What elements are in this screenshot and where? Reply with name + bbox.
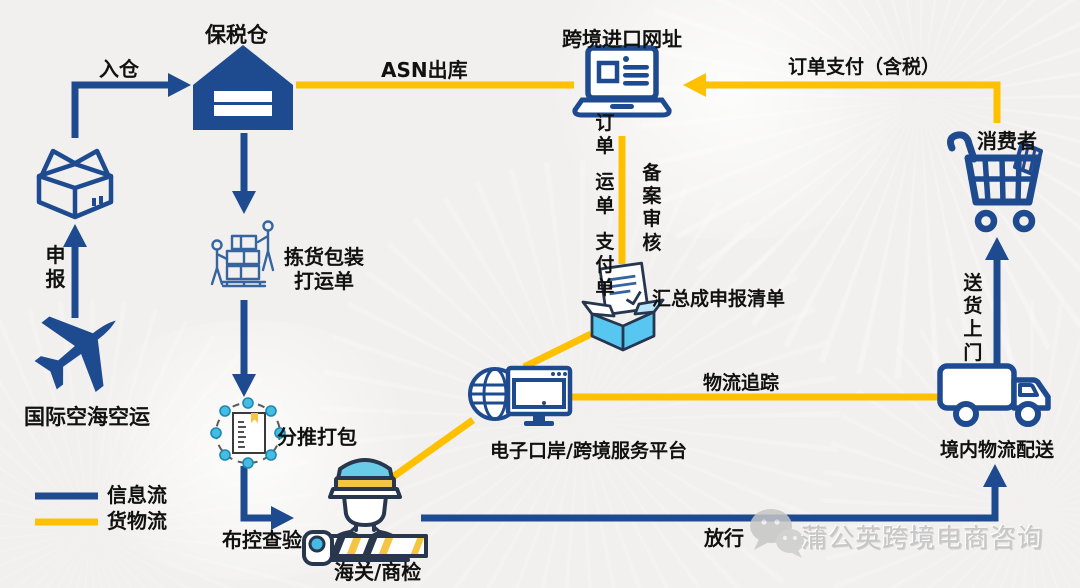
pick-pack-label-line2: 打运单 xyxy=(294,269,354,293)
background-texture xyxy=(520,0,940,240)
arrow-order-payment xyxy=(701,81,1001,123)
declare-label: 申报 xyxy=(45,243,66,292)
bonded-warehouse-label: 保税仓 xyxy=(205,23,268,47)
line-customs-to-platform xyxy=(387,417,476,482)
customs-label: 海关/商检 xyxy=(334,560,422,584)
domestic-delivery-label: 境内物流配送 xyxy=(940,439,1055,461)
home-delivery-label: 送货上门 xyxy=(963,272,983,364)
arrow-release xyxy=(421,479,999,522)
line-list-to-platform xyxy=(522,330,593,371)
filing-review-label: 备案审核 xyxy=(642,162,662,254)
import-site-label: 跨境进口网址 xyxy=(562,27,682,51)
arrowhead xyxy=(683,73,706,97)
arrow-inbound xyxy=(71,81,172,138)
arrowhead xyxy=(63,224,87,247)
logistics-tracking-label: 物流追踪 xyxy=(703,372,780,394)
watermark-text: 蒲公英跨境电商咨询 xyxy=(801,524,1045,554)
order-doc-waybill: 运单 xyxy=(595,171,615,217)
warehouse-icon xyxy=(193,45,293,130)
split-pack-label: 分推打包 xyxy=(277,425,357,449)
arrowhead xyxy=(168,73,191,97)
pick-pack-label: 拣货包装 打运单 xyxy=(283,245,365,293)
control-inspection-label: 布控查验 xyxy=(222,528,302,552)
airplane-icon xyxy=(28,300,128,400)
declaration-list-label: 汇总成申报清单 xyxy=(652,288,786,310)
pick-pack-workers-icon xyxy=(208,218,280,298)
arrowhead xyxy=(232,191,256,214)
package-box-icon xyxy=(32,140,118,222)
laptop-icon xyxy=(572,45,672,120)
wechat-logo-icon xyxy=(747,505,805,561)
consumer-cart-icon xyxy=(944,126,1050,234)
order-doc-order: 订单 xyxy=(595,112,615,158)
arrowhead xyxy=(983,464,1007,487)
inbound-label: 入仓 xyxy=(99,57,139,81)
pick-pack-label-line1: 拣货包装 xyxy=(284,245,364,269)
order-payment-label: 订单支付（含税） xyxy=(788,56,941,78)
legend-info-flow-label: 信息流 xyxy=(107,483,167,507)
order-doc-payment: 支付单 xyxy=(595,230,615,300)
arrow-control-inspection xyxy=(240,466,276,522)
customs-officer-icon xyxy=(302,450,428,566)
eport-platform-label: 电子口岸/跨境服务平台 xyxy=(490,440,687,462)
declaration-box-icon xyxy=(581,261,665,352)
arrowhead xyxy=(985,237,1009,260)
arrowhead xyxy=(271,506,294,530)
release-label: 放行 xyxy=(704,526,744,550)
consumer-label: 消费者 xyxy=(977,129,1037,153)
asn-outbound-label: ASN出库 xyxy=(381,58,468,82)
intl-transport-label: 国际空海空运 xyxy=(24,405,150,429)
delivery-truck-icon xyxy=(937,363,1053,427)
legend-goods-flow-label: 货物流 xyxy=(107,509,167,533)
order-docs-label: 订单 运单 支付单 xyxy=(594,112,616,300)
split-pack-icon xyxy=(210,397,286,469)
arrowhead xyxy=(232,374,256,397)
eport-platform-icon xyxy=(468,362,573,434)
